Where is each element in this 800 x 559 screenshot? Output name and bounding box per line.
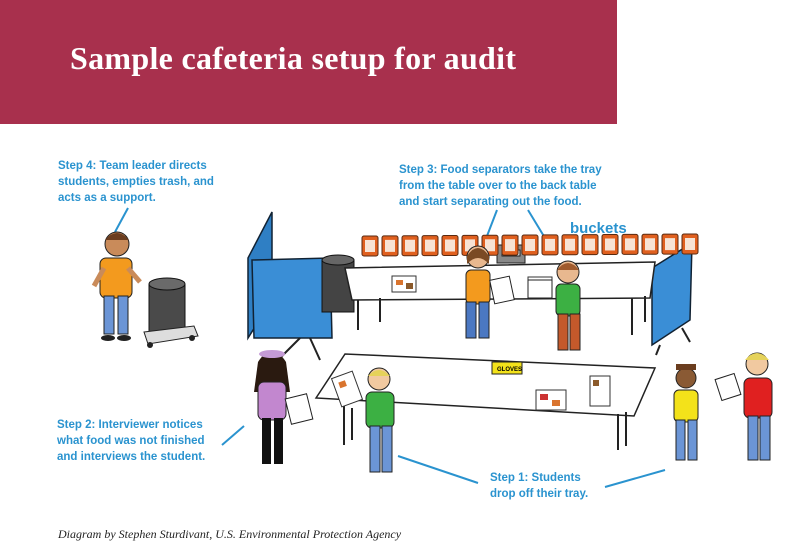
step4-line-2: students, empties trash, and: [58, 176, 214, 188]
step2-pointer: [221, 425, 245, 446]
food-separator-left: [465, 245, 515, 339]
bucket: [581, 234, 599, 256]
title-banner: Sample cafeteria setup for audit: [0, 0, 617, 124]
step3-line-1: Step 3: Food separators take the tray: [399, 164, 602, 176]
bucket: [641, 233, 659, 255]
bucket: [561, 234, 579, 256]
step1-line-2: drop off their tray.: [490, 488, 589, 500]
page-title: Sample cafeteria setup for audit: [70, 40, 517, 76]
buckets-label: buckets: [570, 220, 627, 237]
step3-pointer-right: [527, 209, 546, 239]
step1-line-1: Step 1: Students: [490, 472, 581, 484]
step3-line-3: and start separating out the food.: [399, 196, 582, 208]
bucket: [421, 235, 439, 257]
step3-pointer-left: [486, 209, 498, 237]
bucket: [401, 235, 419, 257]
student-red: [714, 352, 773, 461]
food-separator-right: [527, 260, 581, 351]
pointer-lines: [114, 207, 666, 488]
bucket: [681, 233, 699, 255]
team-leader: [91, 231, 142, 341]
step4-caption: Step 4: Team leader directs students, em…: [58, 158, 214, 206]
step2-line-2: what food was not finished: [57, 435, 205, 447]
step2-line-1: Step 2: Interviewer notices: [57, 419, 203, 431]
bucket: [381, 235, 399, 257]
step1-caption: Step 1: Students drop off their tray.: [490, 470, 588, 502]
step4-pointer: [114, 207, 129, 233]
bucket: [441, 235, 459, 256]
student-yellow: [673, 364, 699, 461]
step2-caption: Step 2: Interviewer notices what food wa…: [57, 417, 205, 465]
right-partition: [651, 241, 693, 356]
step4-line-3: acts as a support.: [58, 192, 156, 204]
step1-pointer-left: [397, 455, 479, 484]
front-table: GLOVES: [314, 353, 657, 450]
student-front: [365, 367, 395, 473]
bucket: [501, 234, 519, 256]
interviewer: [254, 350, 314, 464]
image-credit: Diagram by Stephen Sturdivant, U.S. Envi…: [58, 527, 402, 541]
bucket-row: [361, 233, 699, 257]
step4-line-1: Step 4: Team leader directs: [58, 160, 207, 172]
step1-pointer-right: [604, 469, 666, 488]
bucket: [541, 234, 559, 256]
step3-caption: Step 3: Food separators take the tray fr…: [399, 162, 602, 210]
gloves-sign: GLOVES: [497, 367, 522, 373]
bucket: [521, 234, 539, 256]
bucket: [601, 234, 619, 255]
bucket: [621, 233, 639, 255]
bucket: [361, 235, 379, 257]
step3-line-2: from the table over to the back table: [399, 180, 597, 192]
left-partition: [247, 211, 333, 361]
step2-line-3: and interviews the student.: [57, 451, 206, 463]
trash-can: [143, 277, 199, 348]
bucket: [661, 233, 679, 255]
